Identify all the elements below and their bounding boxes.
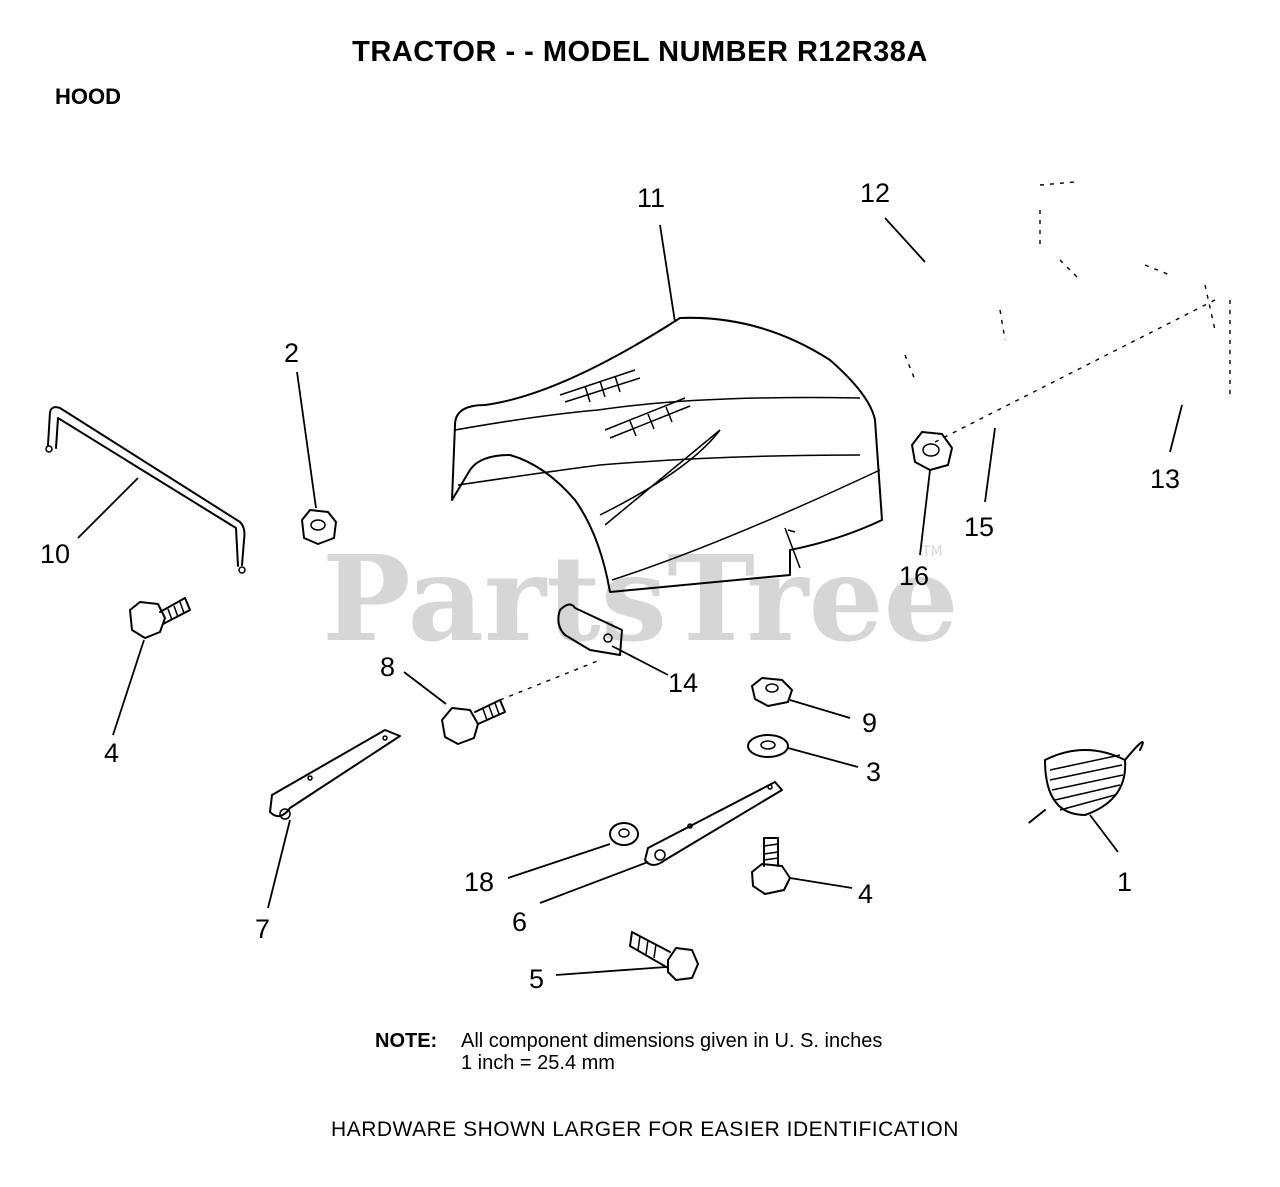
callout-14: 14 (668, 668, 698, 698)
callout-7: 7 (255, 914, 270, 944)
spring-part-1 (1028, 741, 1144, 824)
callout-15: 15 (964, 512, 994, 542)
bracket-part-6 (644, 781, 783, 866)
callout-18: 18 (464, 867, 494, 897)
callout-5: 5 (529, 964, 544, 994)
callout-11: 11 (637, 183, 665, 213)
flange-bolt-part-8 (441, 699, 506, 745)
leader-10 (77, 477, 139, 539)
leader-6 (539, 861, 649, 904)
leader-4-right (789, 877, 853, 889)
callout-2: 2 (284, 338, 299, 368)
hardware-footer-note: HARDWARE SHOWN LARGER FOR EASIER IDENTIF… (331, 1118, 959, 1141)
leader-16 (919, 469, 931, 556)
callout-9: 9 (862, 708, 877, 738)
callout-10: 10 (40, 539, 70, 569)
nut-part-9 (751, 677, 793, 707)
callout-12: 12 (860, 178, 890, 208)
washer-part-3 (747, 734, 789, 758)
leader-15 (984, 427, 996, 503)
note-label: NOTE: (375, 1030, 438, 1052)
callout-4-right: 4 (858, 879, 873, 909)
leader-7 (267, 819, 291, 909)
bolt-part-5 (629, 931, 699, 981)
watermark-tm: TM (921, 544, 943, 560)
note-line-2: 1 inch = 25.4 mm (461, 1052, 615, 1074)
callout-1: 1 (1117, 867, 1132, 897)
leader-14 (611, 645, 669, 676)
leader-9 (789, 699, 851, 719)
assembly-line-hood-pivot (934, 299, 1216, 443)
callout-16: 16 (899, 561, 929, 591)
callout-13: 13 (1150, 464, 1180, 494)
leader-13 (1169, 404, 1183, 453)
bolt-part-4-left (129, 597, 191, 639)
leader-11 (659, 224, 676, 323)
watermark-text: PartsTree (322, 529, 959, 668)
leader-12 (884, 217, 926, 263)
bolt-part-4-right (751, 837, 791, 895)
bracket-part-7 (269, 729, 401, 820)
washer-part-18 (609, 822, 639, 846)
leader-18 (507, 843, 611, 879)
callout-3: 3 (866, 757, 881, 787)
callout-4-left: 4 (104, 738, 119, 768)
leader-3 (787, 747, 859, 768)
support-rod-part (45, 406, 246, 574)
leader-4-left (112, 639, 145, 736)
callout-8: 8 (380, 652, 395, 682)
clip-part-14 (557, 603, 623, 656)
leader-8 (403, 671, 447, 705)
leader-5 (555, 966, 667, 976)
diagram-title: TRACTOR - - MODEL NUMBER R12R38A (352, 36, 928, 68)
nut-part-2 (301, 509, 337, 545)
callout-6: 6 (512, 907, 527, 937)
frame-outline-dashed (904, 181, 1231, 400)
assembly-line-bolt (499, 659, 601, 701)
leader-1 (1089, 814, 1119, 853)
leader-2 (296, 371, 317, 509)
hood-part (451, 316, 883, 593)
locknut-part-16 (911, 431, 953, 471)
section-label: HOOD (55, 84, 121, 109)
note-line-1: All component dimensions given in U. S. … (461, 1030, 883, 1052)
